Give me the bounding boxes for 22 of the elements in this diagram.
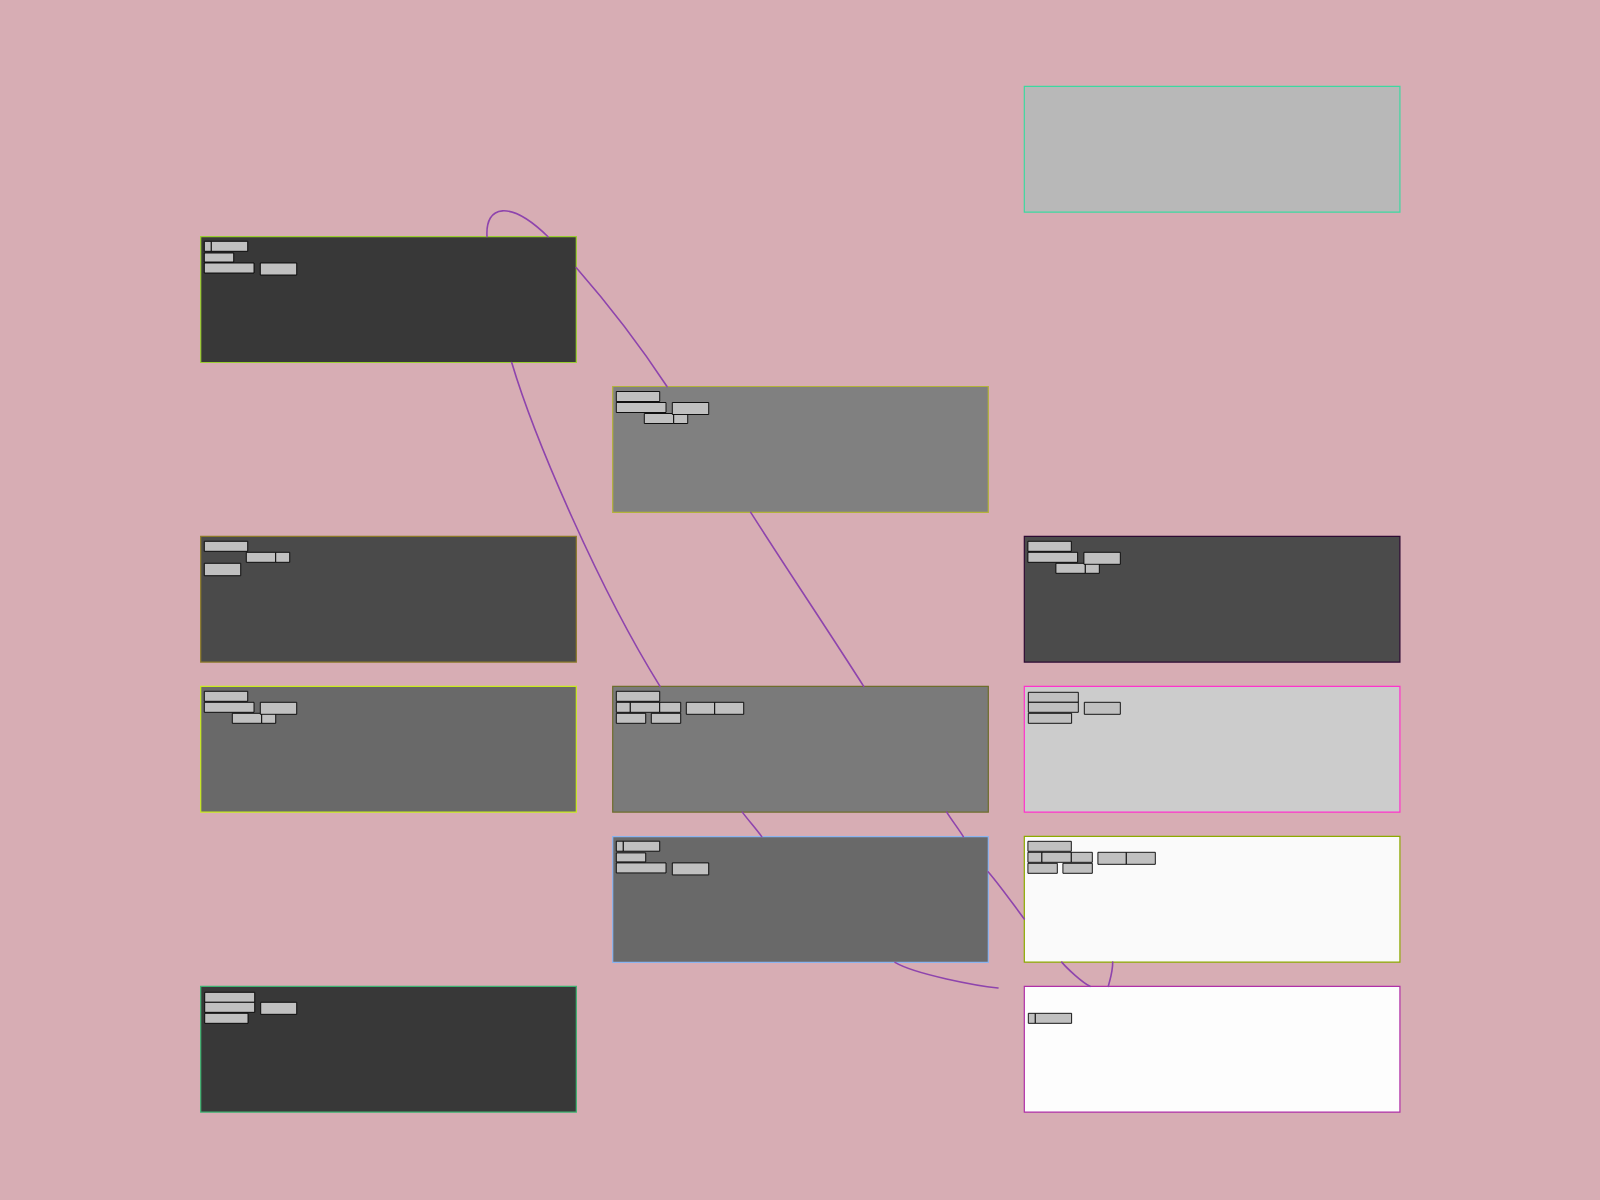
- connector-line: [1060, 961, 1091, 988]
- node-box: [1023, 535, 1401, 663]
- connector-line: [749, 511, 865, 688]
- node-box: [200, 535, 577, 663]
- node-box: [1023, 85, 1401, 213]
- node-box: [612, 385, 989, 513]
- connector-line: [510, 361, 661, 688]
- node-box: [1023, 835, 1401, 963]
- connector-line: [575, 266, 668, 388]
- node-box: [200, 685, 577, 813]
- connector-line: [486, 210, 549, 238]
- connector-line: [894, 961, 999, 989]
- node-box: [612, 836, 989, 963]
- node-box: [1023, 685, 1401, 813]
- node-box: [612, 685, 989, 813]
- node-box: [200, 236, 577, 364]
- connector-line: [1107, 961, 1114, 988]
- node-box: [200, 985, 577, 1113]
- connector-line: [987, 871, 1026, 920]
- node-box: [1023, 985, 1401, 1113]
- connector-line: [741, 811, 763, 838]
- connector-line: [945, 811, 965, 838]
